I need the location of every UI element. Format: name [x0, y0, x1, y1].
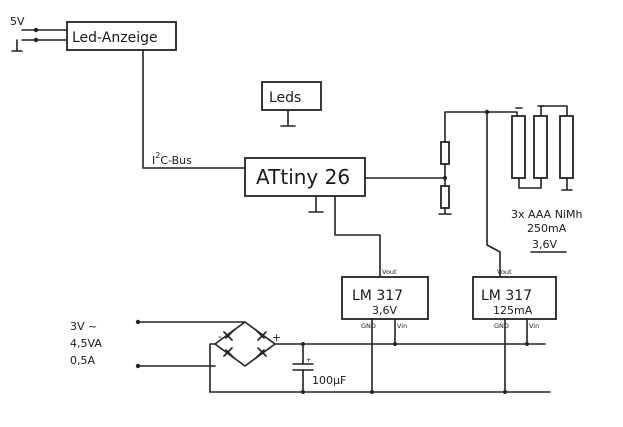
smoothing-capacitor [292, 342, 314, 394]
regulator2-vout-label: Vout [497, 268, 512, 276]
led-display-box [66, 21, 177, 51]
regulator2-gnd-label: GND [494, 322, 509, 330]
battery-label-capacity: 250mA [527, 222, 567, 235]
regulator1-vout-label: Vout [382, 268, 397, 276]
power-rails [209, 318, 551, 394]
i2c-bus-label: I2C-Bus [152, 151, 192, 167]
regulator2-box [472, 276, 557, 320]
bridge-plus-label: + [272, 331, 281, 344]
leds-box [261, 81, 322, 111]
regulator1-name: LM 317 [352, 288, 403, 304]
regulator1-vin-label: Vin [397, 322, 407, 330]
charge-output-wire [486, 111, 501, 278]
attiny-label: ATtiny 26 [256, 165, 350, 189]
battery-label-voltage: 3,6V [532, 238, 557, 251]
input-label-power: 4,5VA [70, 337, 102, 350]
input-label-voltage: 3V ~ [70, 320, 97, 333]
capacitor-plus-label: + [306, 356, 311, 364]
led-display-label: Led-Anzeige [72, 30, 158, 46]
attiny-supply-wire [334, 195, 381, 278]
capacitor-label: 100µF [312, 374, 346, 387]
regulator1-value: 3,6V [372, 304, 397, 317]
regulator1-box [341, 276, 429, 320]
regulator1-gnd-label: GND [361, 322, 376, 330]
regulator2-vin-label: Vin [529, 322, 539, 330]
input-label-current: 0,5A [70, 354, 95, 367]
bridge-minus-label: - [218, 330, 222, 343]
voltage-divider [438, 111, 488, 215]
bridge-rectifier [209, 321, 396, 393]
ac-input-wires [135, 319, 246, 369]
leds-label: Leds [269, 90, 301, 106]
leds-ground [280, 109, 296, 127]
regulator2-value: 125mA [493, 304, 533, 317]
battery-label-type: 3x AAA NiMh [511, 208, 582, 221]
supply-5v-label: 5V [10, 15, 25, 28]
attiny-box [244, 157, 366, 197]
i2c-bus-wire [142, 49, 246, 169]
attiny-ground [308, 195, 324, 213]
supply-5v-wires [11, 27, 68, 52]
regulator2-name: LM 317 [481, 288, 532, 304]
battery-pack [484, 105, 574, 191]
